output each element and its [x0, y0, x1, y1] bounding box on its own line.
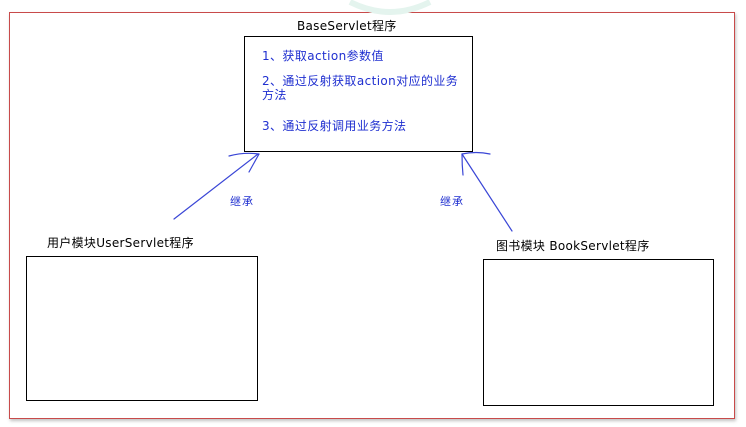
inherit-label-right: 继承	[440, 195, 464, 208]
watermark-logo	[348, 0, 432, 15]
step-get-action: 1、获取action参数值	[262, 49, 384, 63]
user-servlet-box	[26, 256, 258, 401]
book-servlet-box	[483, 259, 714, 406]
base-servlet-title: BaseServlet程序	[297, 19, 397, 33]
inherit-label-left: 继承	[230, 195, 254, 208]
inherit-arrow-right	[461, 151, 513, 232]
book-servlet-title: 图书模块 BookServlet程序	[496, 239, 650, 253]
step-invoke-method: 3、通过反射调用业务方法	[262, 119, 407, 133]
base-servlet-box	[244, 36, 473, 152]
inherit-arrow-left	[173, 152, 260, 220]
user-servlet-title: 用户模块UserServlet程序	[47, 236, 194, 250]
step-reflect-method: 2、通过反射获取action对应的业务方法	[262, 74, 459, 102]
